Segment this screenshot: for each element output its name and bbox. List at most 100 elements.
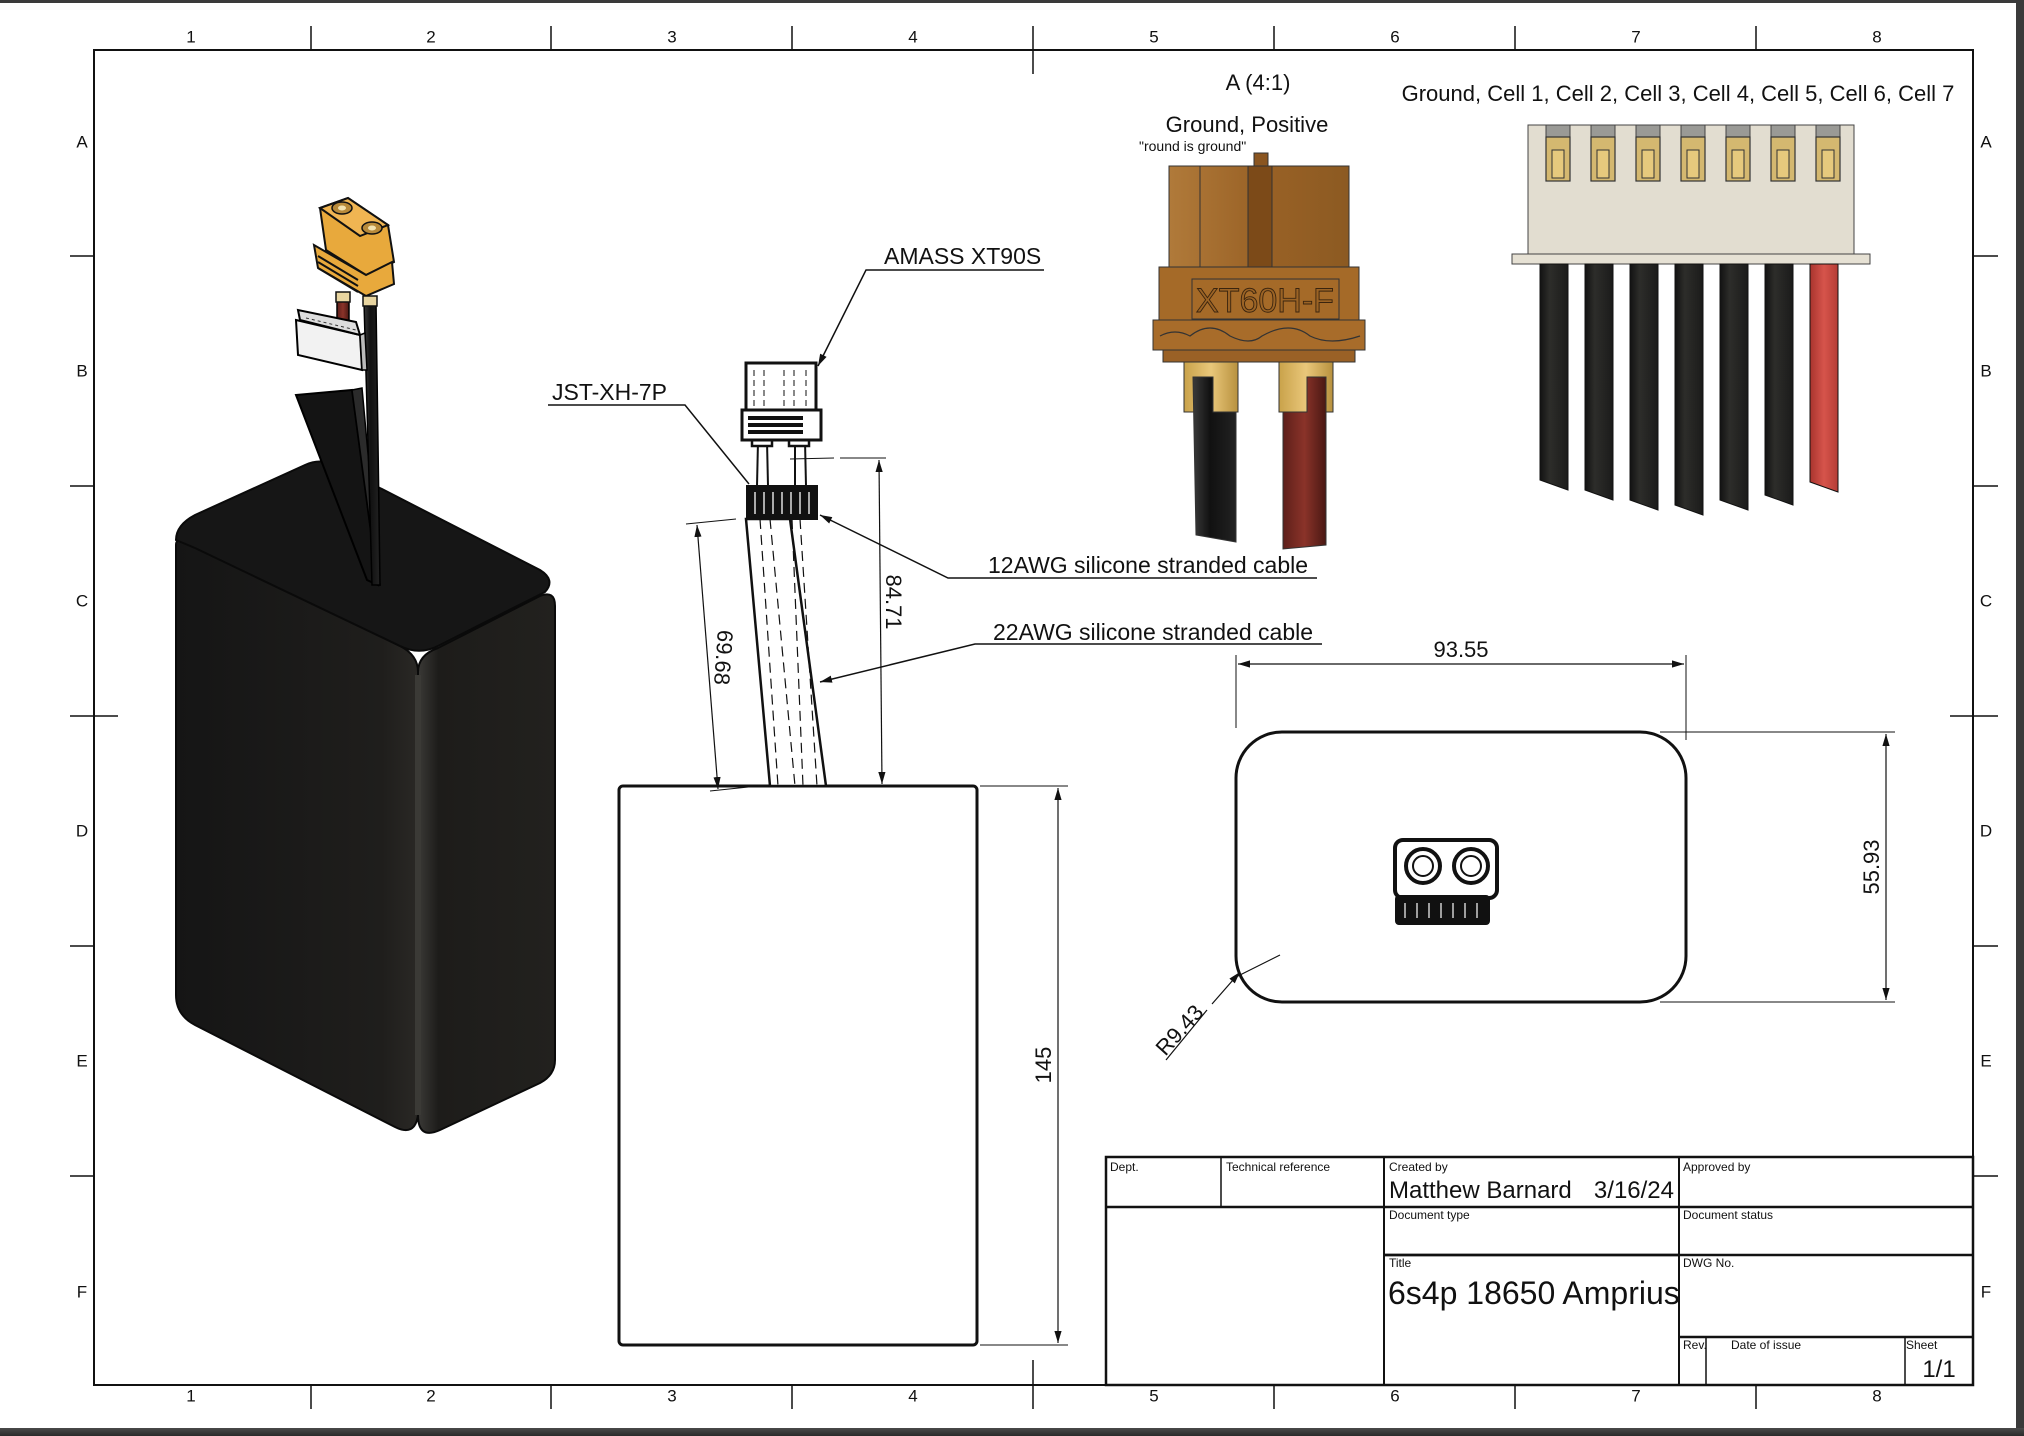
column-label: 3 [667,1386,676,1405]
dimension-radius: R9.43 [1150,1000,1208,1060]
row-label: A [1980,132,1992,151]
dimension-lead-angled: 69.68 [709,629,738,686]
jst-pin-contact [1590,124,1616,182]
jst-wire-black [1629,263,1659,511]
battery-pack-outline [617,784,979,1347]
column-label: 2 [426,27,435,46]
jst-pin-cell-3: Cell 3 [1624,81,1680,106]
callout-22awg: 22AWG silicone stranded cable [993,619,1313,645]
callout-leader-12awg [819,514,1317,579]
dimension-line-lead-angled [694,524,721,790]
jst-wire-black [1584,263,1614,501]
row-label: B [76,361,87,380]
row-label: A [76,132,88,151]
top-view: 93.55 55.93 R9.43 [1150,637,1895,1061]
row-label: B [1980,361,1991,380]
xt90-connector-front [744,361,818,412]
jst-pin-cell-4: Cell 4 [1693,81,1749,106]
column-label: 6 [1390,1386,1399,1405]
jst-pin-contact [1815,124,1841,182]
column-label: 1 [186,1386,195,1405]
jst-wire-black [1764,263,1794,506]
row-label: C [1980,591,1992,610]
column-label: 3 [667,27,676,46]
jst-wire-red [1809,263,1839,493]
detail-view: A (4:1) Ground, Positive "round is groun… [1139,70,1955,550]
callout-xt90: AMASS XT90S [884,243,1041,269]
sheet-label: Sheet [1906,1338,1938,1352]
document-type-label: Document type [1389,1208,1470,1222]
sheet-value: 1/1 [1922,1356,1955,1383]
dimension-pack-height: 145 [1031,1047,1056,1084]
row-labels-left: A B C D E F [76,132,88,1301]
row-label: D [76,821,88,840]
column-label: 5 [1149,27,1158,46]
column-label: 7 [1631,1386,1640,1405]
jst-pin-contact [1545,124,1571,182]
jst-wire-black [1539,263,1569,491]
zone-grid-right [1950,255,1998,1177]
column-label: 4 [908,27,917,46]
battery-pack-side-face [417,593,556,1134]
jst-pin-contact [1725,124,1751,182]
row-label: D [1980,821,1992,840]
callout-leader-xt90 [817,269,1044,367]
jst-pin-cell-6: Cell 6 [1830,81,1886,106]
dimension-line-radius [1165,1009,1208,1061]
xt60-positive-wire [1282,376,1327,550]
title-label: Title [1389,1256,1412,1270]
created-by-value: Matthew Barnard [1389,1177,1572,1204]
xt60-note: "round is ground" [1139,138,1246,154]
column-label: 8 [1872,27,1881,46]
jst-pin-contact [1680,124,1706,182]
date-of-issue-label: Date of issue [1731,1338,1801,1352]
xt90-connector-iso [312,196,396,307]
column-labels-top: 1 2 3 4 5 6 7 8 [186,27,1881,46]
column-label: 6 [1390,27,1399,46]
document-status-label: Document status [1683,1208,1773,1222]
column-label: 1 [186,27,195,46]
column-label: 7 [1631,27,1640,46]
callout-leader-22awg [819,643,1322,683]
detail-view-label: A (4:1) [1226,70,1291,95]
zone-grid-top [310,26,1757,74]
row-label: E [1980,1051,1991,1070]
xt60-ground-wire [1192,376,1237,543]
front-view: AMASS XT90S JST-XH-7P 12AWG silicone str… [548,243,1322,1347]
jst-pin-label: Ground, Cell 1, Cell 2, Cell 3, Cell 4, … [1402,81,1955,106]
isometric-view [174,196,556,1134]
jst-pin-cell-5: Cell 5 [1761,81,1817,106]
title-block: Dept. Technical reference Created by Mat… [1104,1155,1975,1387]
jst-pin-cell-1: Cell 1 [1487,81,1543,106]
drawing-title: 6s4p 18650 Amprius [1388,1275,1680,1311]
column-label: 4 [908,1386,917,1405]
xt60-connector: XT60H-F [1152,152,1366,550]
dimension-width: 93.55 [1433,637,1488,662]
created-by-label: Created by [1389,1160,1448,1174]
technical-reference-label: Technical reference [1226,1160,1330,1174]
jst-pin-cell-7: Cell 7 [1898,81,1954,106]
row-label: E [76,1051,87,1070]
jst-pin-cell-2: Cell 2 [1556,81,1612,106]
column-label: 8 [1872,1386,1881,1405]
created-date: 3/16/24 [1594,1177,1674,1204]
callout-12awg: 12AWG silicone stranded cable [988,552,1308,578]
dimension-lead-vertical: 84.71 [881,574,906,629]
jst-connector-detail [1511,124,1871,516]
jst-wire-black [1719,263,1749,511]
callout-jst: JST-XH-7P [552,379,667,405]
jst-wire-black [1674,263,1704,516]
row-label: C [76,591,88,610]
rev-label: Rev. [1683,1338,1707,1352]
callout-leader-jst [548,404,750,485]
xt60-part-marking: XT60H-F [1196,282,1334,320]
column-label: 5 [1149,1386,1158,1405]
zone-grid-left [70,255,118,1177]
row-label: F [1981,1282,1991,1301]
column-label: 2 [426,1386,435,1405]
dwg-no-label: DWG No. [1683,1256,1734,1270]
xt60-pin-label: Ground, Positive [1166,112,1329,137]
zone-grid-bottom [310,1360,1757,1409]
approved-by-label: Approved by [1683,1160,1750,1174]
connectors-top-view [1393,838,1499,925]
